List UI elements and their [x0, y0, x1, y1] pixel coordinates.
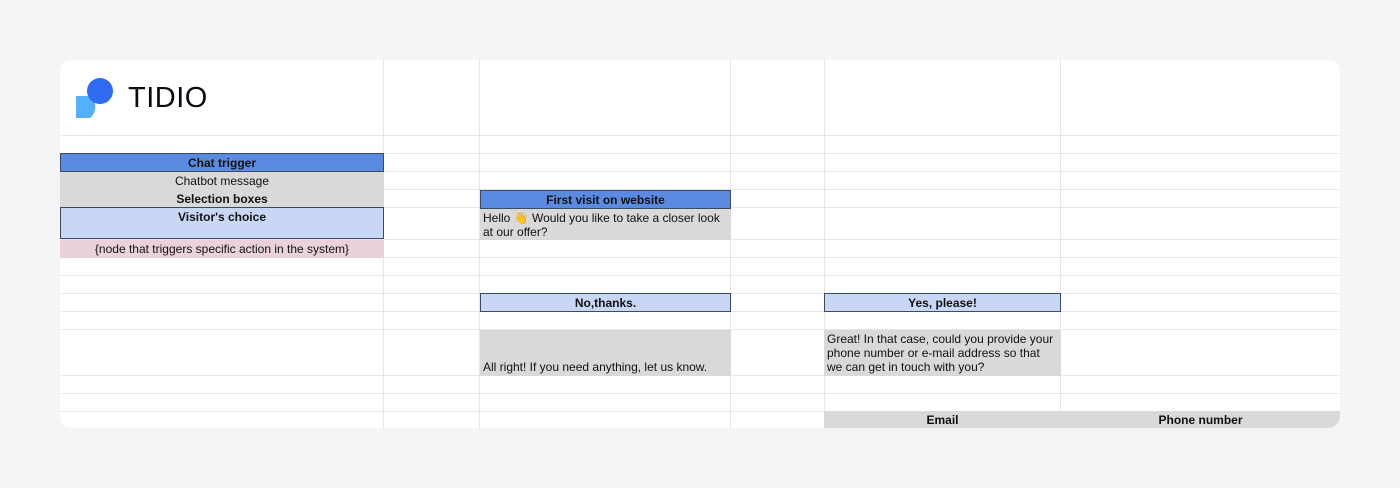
grid-row-line — [60, 257, 1340, 258]
flow-choice-yes-please[interactable]: Yes, please! — [824, 293, 1061, 312]
flow-field-phone-number[interactable]: Phone number — [1061, 411, 1340, 428]
grid-column-line — [824, 60, 825, 428]
grid-column-line — [479, 60, 480, 428]
grid-column-line — [1060, 60, 1061, 428]
flow-reply-no[interactable]: All right! If you need anything, let us … — [480, 330, 731, 376]
grid-row-line — [60, 153, 1340, 154]
flow-reply-yes[interactable]: Great! In that case, could you provide y… — [824, 330, 1061, 376]
flow-trigger-first-visit[interactable]: First visit on website — [480, 190, 731, 209]
grid-row-line — [60, 275, 1340, 276]
flow-greeting-message[interactable]: Hello 👋 Would you like to take a closer … — [480, 209, 731, 240]
grid-column-line — [730, 60, 731, 428]
spreadsheet-canvas: TIDIO Chat trigger Chatbot message Selec… — [60, 60, 1340, 428]
grid-row-line — [60, 135, 1340, 136]
flow-choice-no-thanks[interactable]: No,thanks. — [480, 293, 731, 312]
tidio-logo-text: TIDIO — [128, 81, 208, 114]
tidio-logo: TIDIO — [74, 76, 208, 120]
flow-field-email[interactable]: Email — [824, 411, 1061, 428]
legend-selection-boxes[interactable]: Selection boxes — [60, 190, 384, 208]
legend-visitors-choice[interactable]: Visitor's choice — [60, 207, 384, 239]
grid-row-line — [60, 411, 1340, 412]
grid-row-line — [60, 329, 1340, 330]
legend-chatbot-message[interactable]: Chatbot message — [60, 172, 384, 190]
grid-row-line — [60, 171, 1340, 172]
grid-row-line — [60, 393, 1340, 394]
grid-row-line — [60, 189, 1340, 190]
legend-chat-trigger[interactable]: Chat trigger — [60, 153, 384, 172]
tidio-logo-icon — [76, 78, 113, 118]
legend-action-node[interactable]: {node that triggers specific action in t… — [60, 240, 384, 258]
